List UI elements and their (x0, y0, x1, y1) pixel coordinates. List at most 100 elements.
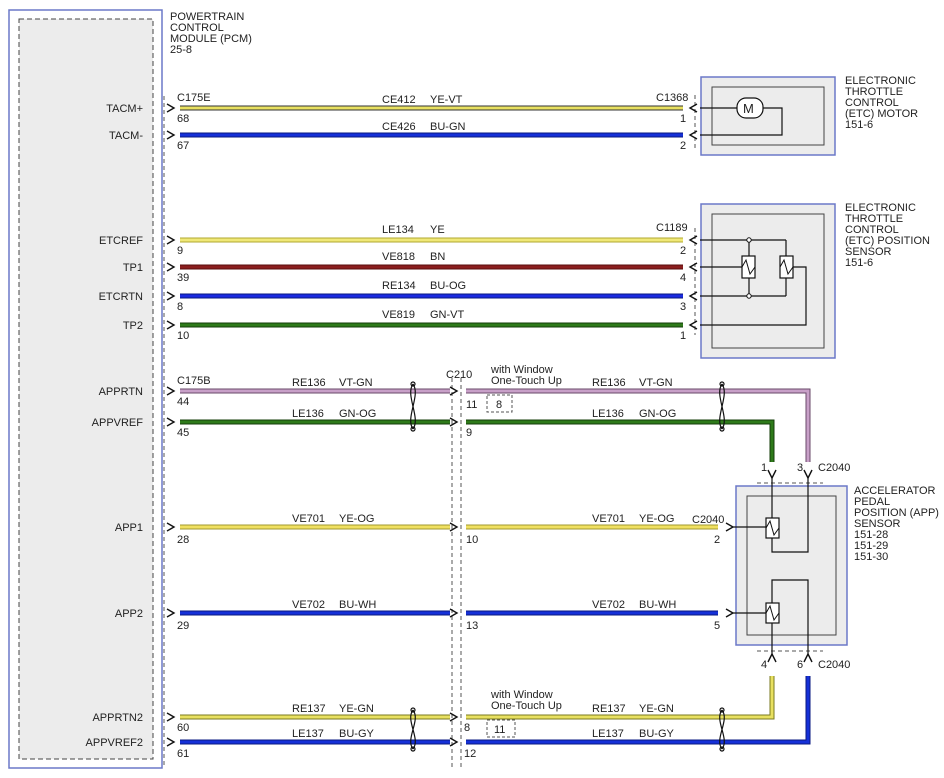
wire-ve819: VE819 GN-VT 10 1 (177, 309, 686, 342)
etc-sensor-title-5: SENSOR (845, 246, 892, 258)
c210-connector-arrows (449, 386, 459, 747)
wire-ve701-pcm-pin: 28 (177, 534, 189, 546)
pcm-title-2: CONTROL (170, 22, 224, 34)
pin-label-etcrtn: ETCRTN (99, 291, 143, 303)
pcm-pin-labels: TACM+ TACM- ETCREF TP1 ETCRTN TP2 APPRTN… (86, 103, 144, 749)
wire-ve701: VE701 YE-OG VE701 YE-OG 28 10 2 (177, 513, 720, 546)
connector-c210: C210 (446, 369, 472, 381)
pin-label-apprtn2: APPRTN2 (92, 712, 143, 724)
wire-re137-pcm-pin: 60 (177, 722, 189, 734)
pin-label-tacm-plus: TACM+ (106, 103, 143, 115)
twisted-pair-markers (410, 381, 725, 752)
connector-c2040-top: C2040 (818, 462, 850, 474)
wire-ce426-end-pin: 2 (680, 140, 686, 152)
app-sensor: ACCELERATOR PEDAL POSITION (APP) SENSOR … (725, 469, 939, 663)
wire-ce412-color: YE-VT (430, 94, 463, 106)
wire-re136-pcm-pin: 44 (177, 396, 189, 408)
app-sensor-title-7: 151-30 (854, 551, 888, 563)
wire-le136: LE136 GN-OG LE136 GN-OG 45 9 1 (177, 408, 775, 474)
wire-re137-circuit-left: RE137 (292, 703, 326, 715)
wire-ve701-circuit-left: VE701 (292, 513, 325, 525)
connector-c175b: C175B (177, 375, 211, 387)
connector-c1189: C1189 (656, 222, 688, 234)
app-sensor-title-2: PEDAL (854, 496, 890, 508)
wire-re134-circuit: RE134 (382, 280, 416, 292)
connector-c2040-mid: C2040 (692, 514, 724, 526)
wire-ve819-circuit: VE819 (382, 309, 415, 321)
option-note-top-pin: 8 (496, 399, 502, 411)
pin-label-tp2: TP2 (123, 320, 143, 332)
wire-re137-end-pin: 4 (761, 659, 767, 671)
connector-c175e: C175E (177, 92, 211, 104)
wire-le134-circuit: LE134 (382, 224, 414, 236)
connector-outlines (163, 95, 823, 768)
motor-symbol: M (743, 101, 754, 116)
app-sensor-title-1: ACCELERATOR (854, 485, 936, 497)
wire-re137-circuit-right: RE137 (592, 703, 626, 715)
pin-label-app2: APP2 (115, 608, 143, 620)
pcm-title-1: POWERTRAIN (170, 11, 244, 23)
pcm-module: POWERTRAIN CONTROL MODULE (PCM) 25-8 (8, 9, 252, 769)
wire-re137: RE137 YE-GN RE137 YE-GN 60 8 4 (177, 659, 775, 734)
wire-re136-color-right: VT-GN (639, 377, 673, 389)
etc-motor: M ELECTRONIC THROTTLE CONTROL (ETC) MOTO… (700, 75, 918, 156)
wire-ve819-pcm-pin: 10 (177, 330, 189, 342)
wire-le137: LE137 BU-GY LE137 BU-GY 61 12 6 (177, 659, 811, 760)
wire-ce412-pcm-pin: 68 (177, 113, 189, 125)
etc-motor-title-2: THROTTLE (845, 86, 903, 98)
wire-le137-end-pin: 6 (797, 659, 803, 671)
etc-position-sensor: ELECTRONIC THROTTLE CONTROL (ETC) POSITI… (700, 202, 930, 359)
wire-ve818-pcm-pin: 39 (177, 272, 189, 284)
wire-re136-end-pin: 3 (797, 462, 803, 474)
pin-label-tacm-minus: TACM- (109, 130, 143, 142)
wire-le137-pcm-pin: 61 (177, 748, 189, 760)
wire-re134-end-pin: 3 (680, 301, 686, 313)
connector-c2040-bottom: C2040 (818, 659, 850, 671)
etc-motor-title-1: ELECTRONIC (845, 75, 916, 87)
wire-ce426-circuit: CE426 (382, 121, 416, 133)
wire-ce412-end-pin: 1 (680, 113, 686, 125)
wire-ve702-color-right: BU-WH (639, 599, 676, 611)
wire-ve702-color-left: BU-WH (339, 599, 376, 611)
wire-re134-color: BU-OG (430, 280, 466, 292)
wire-ve818: VE818 BN 39 4 (177, 251, 686, 284)
etc-sensor-title-6: 151-6 (845, 257, 873, 269)
wire-ve702-pcm-pin: 29 (177, 620, 189, 632)
wire-ve702-mid-pin: 13 (466, 620, 478, 632)
wire-ve702-circuit-left: VE702 (292, 599, 325, 611)
wire-le134-pcm-pin: 9 (177, 245, 183, 257)
pcm-title-4: 25-8 (170, 44, 192, 56)
pin-label-apprtn: APPRTN (99, 386, 143, 398)
etc-motor-title-5: 151-6 (845, 119, 873, 131)
wire-le136-mid-pin: 9 (466, 427, 472, 439)
wire-le136-pcm-pin: 45 (177, 427, 189, 439)
wire-le134-end-pin: 2 (680, 245, 686, 257)
wire-le134-color: YE (430, 224, 445, 236)
wire-le137-circuit-left: LE137 (292, 728, 324, 740)
wire-le136-circuit-left: LE136 (292, 408, 324, 420)
wire-ce412-circuit: CE412 (382, 94, 416, 106)
wire-le136-color-left: GN-OG (339, 408, 376, 420)
component-connector-arrows (688, 103, 698, 330)
app-sensor-title-6: 151-29 (854, 540, 888, 552)
wire-ve819-color: GN-VT (430, 309, 465, 321)
wire-ve701-end-pin: 2 (714, 534, 720, 546)
wire-ve702-end-pin: 5 (714, 620, 720, 632)
wire-le137-mid-pin: 12 (464, 748, 476, 760)
motor-icon (736, 97, 764, 119)
wire-ve701-color-left: YE-OG (339, 513, 374, 525)
wire-re136-mid-pin: 11 (466, 399, 477, 411)
pin-label-etcref: ETCREF (99, 235, 143, 247)
wire-le137-color-left: BU-GY (339, 728, 375, 740)
wire-ve818-color: BN (430, 251, 445, 263)
option-note-top: with Window One-Touch Up 8 (486, 364, 562, 413)
wire-ce412: CE412 YE-VT 68 1 (177, 94, 686, 125)
connector-c1368: C1368 (656, 92, 688, 104)
wire-ve701-color-right: YE-OG (639, 513, 674, 525)
etc-sensor-title-1: ELECTRONIC (845, 202, 916, 214)
etc-sensor-title-4: (ETC) POSITION (845, 235, 930, 247)
wire-ve702-circuit-right: VE702 (592, 599, 625, 611)
wire-re137-color-right: YE-GN (639, 703, 674, 715)
wire-re134: RE134 BU-OG 8 3 (177, 280, 686, 313)
